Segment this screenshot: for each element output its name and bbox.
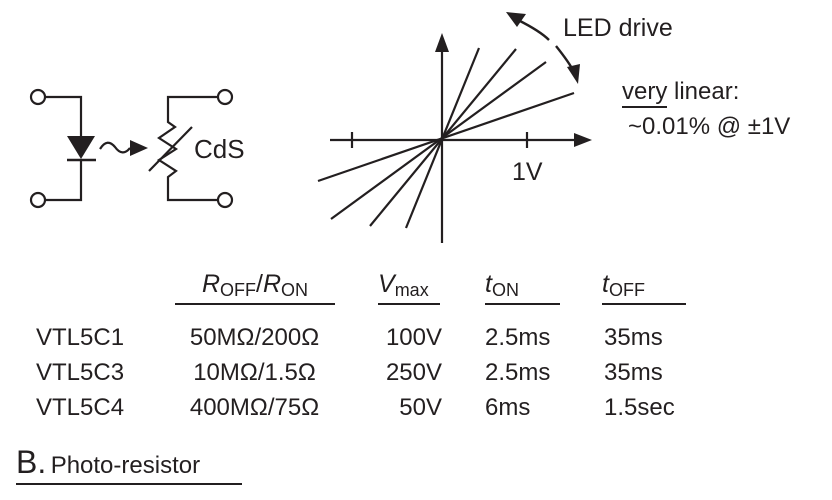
header-ratio: ROFF/RON bbox=[175, 272, 335, 305]
cell-part: VTL5C4 bbox=[36, 394, 125, 421]
caption-letter: B. bbox=[16, 444, 47, 480]
light-arrow-icon bbox=[99, 140, 148, 156]
terminal-led-top bbox=[29, 88, 47, 106]
header-toff: tOFF bbox=[602, 272, 686, 305]
wire-led-bottom bbox=[45, 160, 83, 202]
cell-vmax: 250V bbox=[385, 359, 442, 386]
cell-ton: 6ms bbox=[485, 394, 531, 421]
x-tick-label: 1V bbox=[512, 158, 543, 186]
figure-caption: B. Photo-resistor bbox=[16, 446, 200, 478]
cell-vmax: 50V bbox=[399, 394, 442, 421]
header-ton: tON bbox=[485, 272, 560, 305]
cell-vmax: 100V bbox=[385, 324, 442, 351]
y-axis-arrowhead bbox=[435, 33, 449, 52]
cell-ton: 2.5ms bbox=[485, 324, 551, 351]
cell-ton: 2.5ms bbox=[485, 359, 551, 386]
linearity-graph bbox=[317, 33, 592, 243]
header-ratio-sub2: ON bbox=[281, 280, 309, 300]
header-toff-t: t bbox=[602, 270, 609, 298]
wire-led-top bbox=[45, 95, 83, 138]
cds-label: CdS bbox=[194, 134, 245, 164]
variable-slash bbox=[148, 126, 193, 172]
note-emphasis: very bbox=[622, 78, 668, 108]
led-symbol bbox=[29, 88, 96, 209]
led-drive-arrow-icon bbox=[506, 12, 580, 84]
cell-toff: 35ms bbox=[604, 324, 663, 351]
header-ratio-sep: / bbox=[256, 270, 263, 298]
transfer-lines bbox=[317, 47, 575, 229]
transfer-line-4 bbox=[317, 91, 575, 183]
header-ratio-r2: R bbox=[262, 270, 282, 298]
cell-ratio: 400MΩ/75Ω bbox=[189, 394, 320, 421]
header-ton-sub: ON bbox=[491, 280, 519, 300]
cell-part: VTL5C1 bbox=[36, 324, 125, 351]
terminal-res-bottom bbox=[216, 191, 234, 209]
header-toff-sub: OFF bbox=[608, 280, 645, 300]
terminal-led-bottom bbox=[29, 191, 47, 209]
caption-title: Photo-resistor bbox=[50, 452, 201, 479]
cell-part: VTL5C3 bbox=[36, 359, 125, 386]
header-vmax: Vmax bbox=[378, 272, 440, 305]
linearity-note: very linear: bbox=[622, 78, 740, 108]
header-vmax-v: V bbox=[378, 270, 395, 298]
header-vmax-sub: max bbox=[394, 280, 429, 300]
cell-toff: 35ms bbox=[604, 359, 663, 386]
cell-ratio: 50MΩ/200Ω bbox=[189, 324, 320, 351]
header-ratio-r1: R bbox=[201, 270, 221, 298]
photoresistor-symbol bbox=[148, 88, 234, 209]
note-rest: linear: bbox=[667, 78, 740, 105]
header-ratio-sub1: OFF bbox=[220, 280, 257, 300]
cell-toff: 1.5sec bbox=[604, 394, 675, 421]
header-ton-t: t bbox=[485, 270, 492, 298]
diode-triangle-icon bbox=[67, 136, 95, 159]
led-drive-label: LED drive bbox=[563, 14, 673, 42]
x-axis-arrowhead bbox=[574, 133, 592, 147]
linearity-detail: ~0.01% @ ±1V bbox=[628, 113, 791, 140]
resistor-zigzag bbox=[156, 95, 218, 202]
cell-ratio: 10MΩ/1.5Ω bbox=[193, 359, 316, 386]
terminal-res-top bbox=[216, 88, 234, 106]
